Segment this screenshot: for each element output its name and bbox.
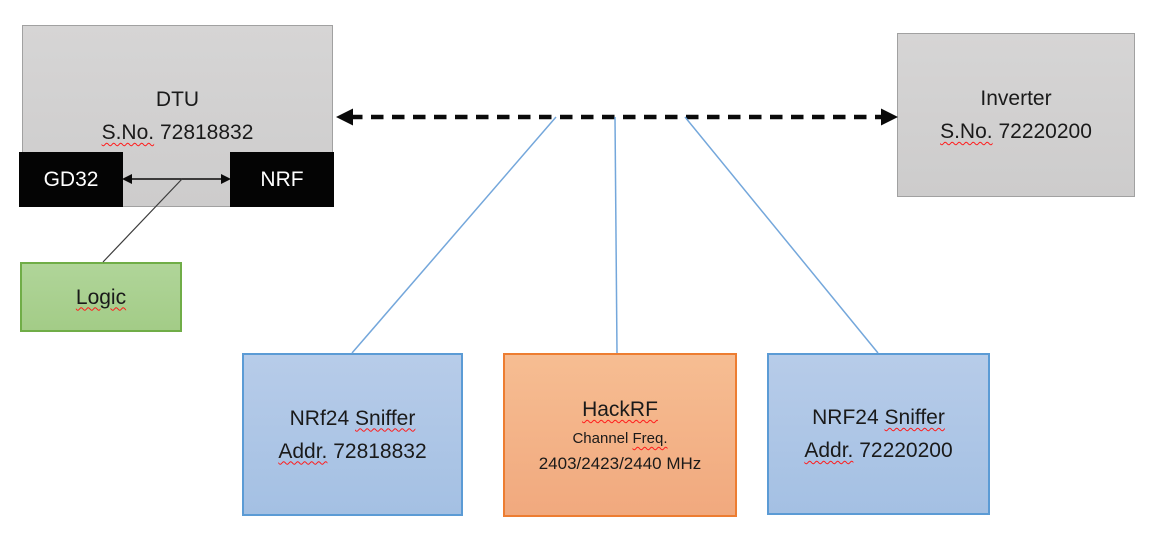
dtu-serial-value: 72818832: [159, 121, 254, 144]
inverter-serial-value: 72220200: [998, 120, 1092, 143]
sniffer-left-addr: Addr. 72818832: [278, 439, 427, 463]
sniffer-right-tap-line: [684, 116, 879, 354]
nrf-label: NRF: [260, 168, 304, 191]
inverter-serial: S.No. 72220200: [940, 115, 1092, 148]
dtu-serial: S.No. 72818832: [102, 116, 254, 149]
gd32-node: GD32: [19, 152, 123, 207]
rf-link-dashed-arrow: [336, 108, 898, 126]
inverter-node: Inverter S.No. 72220200: [897, 33, 1135, 197]
gd32-label: GD32: [43, 168, 99, 191]
sniffer-left-node: NRf24 Sniffer Addr. 72818832: [242, 353, 463, 516]
logic-label: Logic: [75, 285, 127, 309]
hackrf-node: HackRF Channel Freq. 2403/2423/2440 MHz: [503, 353, 737, 517]
hackrf-frequencies: 2403/2423/2440 MHz: [538, 454, 702, 473]
sniffer-right-addr: Addr. 72220200: [804, 439, 953, 462]
dtu-title: DTU: [155, 88, 200, 111]
sniffer-left-title: NRf24 Sniffer: [289, 406, 416, 430]
hackrf-title: HackRF: [582, 398, 658, 421]
sniffer-right-title: NRF24 Sniffer: [812, 406, 945, 429]
inverter-serial-label: S.No.: [940, 120, 993, 143]
hackrf-channel-freq-label: Channel Freq.: [572, 430, 668, 447]
dtu-serial-label: S.No.: [101, 121, 155, 144]
inverter-title: Inverter: [980, 87, 1052, 110]
nrf-node: NRF: [230, 152, 334, 207]
sniffer-left-tap-line: [351, 116, 557, 354]
hackrf-tap-line: [614, 116, 618, 354]
sniffer-right-node: NRF24 Sniffer Addr. 72220200: [767, 353, 990, 515]
logic-node: Logic: [20, 262, 182, 332]
